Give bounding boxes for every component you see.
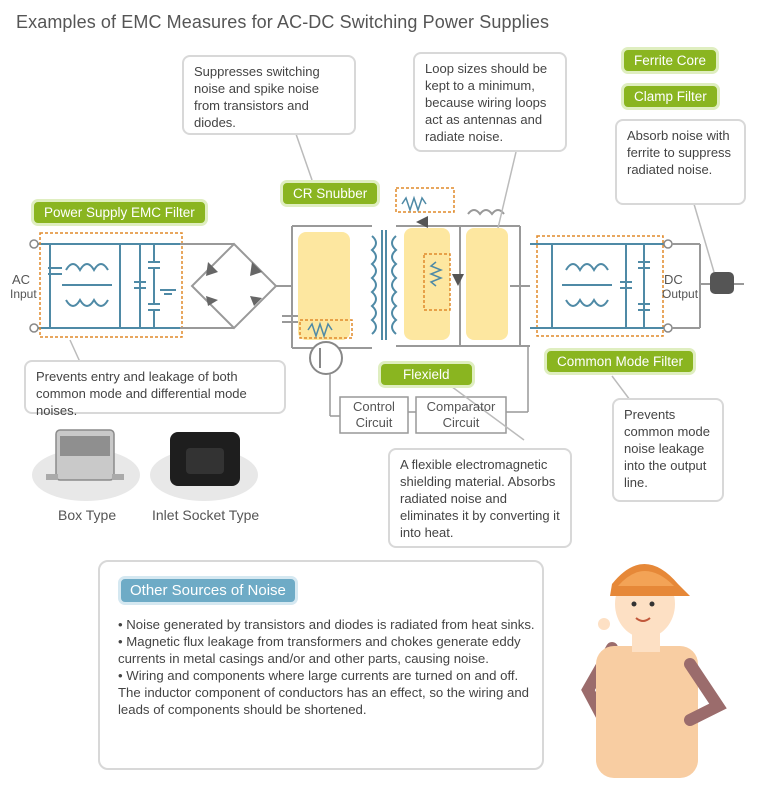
transformer <box>370 230 398 340</box>
tag-common-mode-filter: Common Mode Filter <box>544 348 697 375</box>
callout-common-mode: Prevents common mode noise leakage into … <box>612 398 724 502</box>
inlet-socket-type-label: Inlet Socket Type <box>152 507 260 523</box>
bridge-rectifier <box>180 242 292 330</box>
callout-ferrite: Absorb noise with ferrite to suppress ra… <box>615 119 746 205</box>
callout-emc-filter: Prevents entry and leakage of both commo… <box>24 360 286 418</box>
dc-label: DC <box>664 272 683 287</box>
output-loop-highlight <box>466 228 508 340</box>
control-circuit-box <box>339 396 409 434</box>
primary-loop-highlight <box>298 232 350 340</box>
noise-item: • Magnetic flux leakage from transformer… <box>118 634 521 666</box>
comparator-label-line2: Circuit <box>442 415 480 430</box>
noise-item: • Noise generated by transistors and dio… <box>118 617 535 632</box>
callout-loop-size: Loop sizes should be kept to a minimum, … <box>413 52 567 152</box>
control-label-line1: Control <box>353 399 395 414</box>
tag-clamp-filter: Clamp Filter <box>621 83 720 110</box>
callout-flexield: A flexible electromagnetic shielding mat… <box>388 448 572 548</box>
comparator-label-line1: Comparator <box>426 399 496 414</box>
character-illustration <box>581 564 727 778</box>
output-label: Output <box>662 287 699 301</box>
tag-flexield: Flexield <box>378 361 475 388</box>
other-sources-list: • Noise generated by transistors and dio… <box>118 616 536 718</box>
other-sources-heading: Other Sources of Noise <box>118 576 298 605</box>
transistor <box>309 341 343 375</box>
ferrite-core-part <box>710 272 734 294</box>
tag-cr-snubber: CR Snubber <box>280 180 381 207</box>
ac-label: AC <box>12 272 31 287</box>
page-title: Examples of EMC Measures for AC-DC Switc… <box>16 12 550 32</box>
secondary-loop-highlight <box>404 228 450 340</box>
emc-filter-dashed-box <box>39 232 183 338</box>
tag-power-supply-emc-filter: Power Supply EMC Filter <box>31 199 208 226</box>
control-label-line2: Circuit <box>355 415 393 430</box>
emc-filter-circuit <box>34 243 180 329</box>
noise-item: • Wiring and components where large curr… <box>118 668 530 717</box>
control-circuit-label: Control Circuit <box>340 399 408 431</box>
comparator-circuit-label: Comparator Circuit <box>416 399 506 431</box>
input-label: Input <box>10 287 37 301</box>
callout-snubber: Suppresses switching noise and spike noi… <box>182 55 356 135</box>
tag-ferrite-core: Ferrite Core <box>621 47 720 74</box>
other-sources-panel <box>98 560 544 770</box>
box-type-label: Box Type <box>58 507 117 523</box>
